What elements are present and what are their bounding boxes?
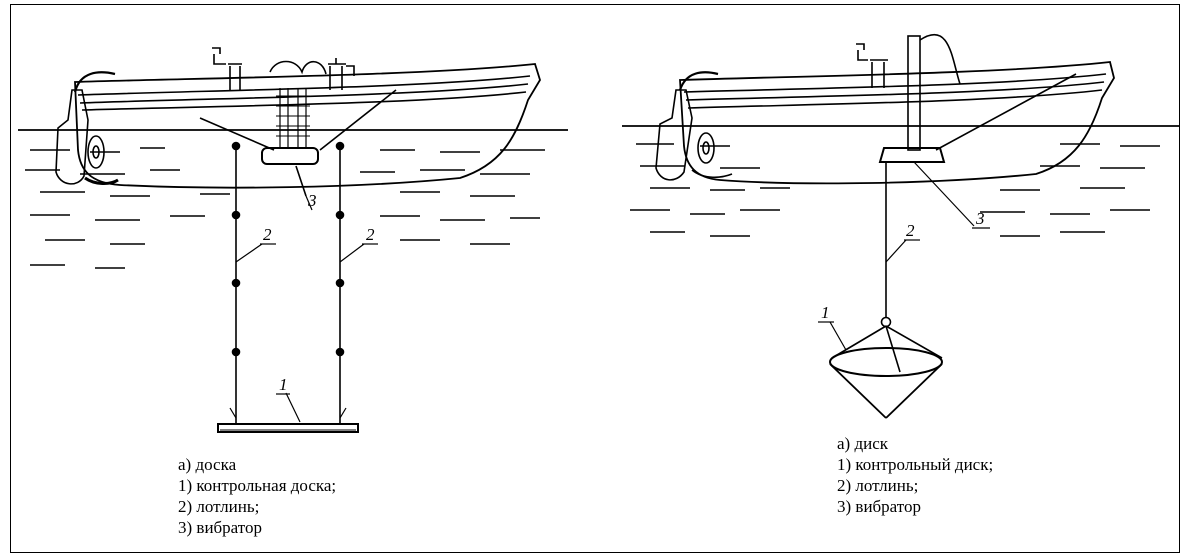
left-callout-2a: 2 [263,225,272,244]
left-legend-item-3: 3) вибратор [178,518,262,537]
right-control-disk [829,316,943,419]
left-legend-title: а) доска [178,455,237,474]
left-water [18,129,568,269]
right-boat-hull [655,33,1115,185]
right-legend-title: а) диск [837,434,889,453]
left-control-board [217,423,359,433]
left-lot-lines [229,141,347,424]
right-legend-item-1: 1) контрольный диск; [837,455,994,474]
left-callout-1: 1 [279,375,288,394]
right-callout-3: 3 [975,209,985,228]
left-boat-hull [55,47,541,189]
left-legend: а) доска 1) контрольная доска; 2) лотлин… [178,454,336,538]
right-legend-item-2: 2) лотлинь; [837,476,919,495]
left-figure [18,47,568,433]
figure-frame [10,4,1180,553]
right-vibrator [878,147,946,163]
left-callout-2b: 2 [366,225,375,244]
right-callout-2: 2 [906,221,915,240]
left-callout-3: 3 [307,191,317,210]
left-legend-item-2: 2) лотлинь; [178,497,260,516]
right-figure [622,33,1180,419]
left-vibrator [261,147,319,165]
right-legend: а) диск 1) контрольный диск; 2) лотлинь;… [837,433,993,517]
left-legend-item-1: 1) контрольная доска; [178,476,337,495]
right-callout-1: 1 [821,303,830,322]
right-legend-item-3: 3) вибратор [837,497,921,516]
